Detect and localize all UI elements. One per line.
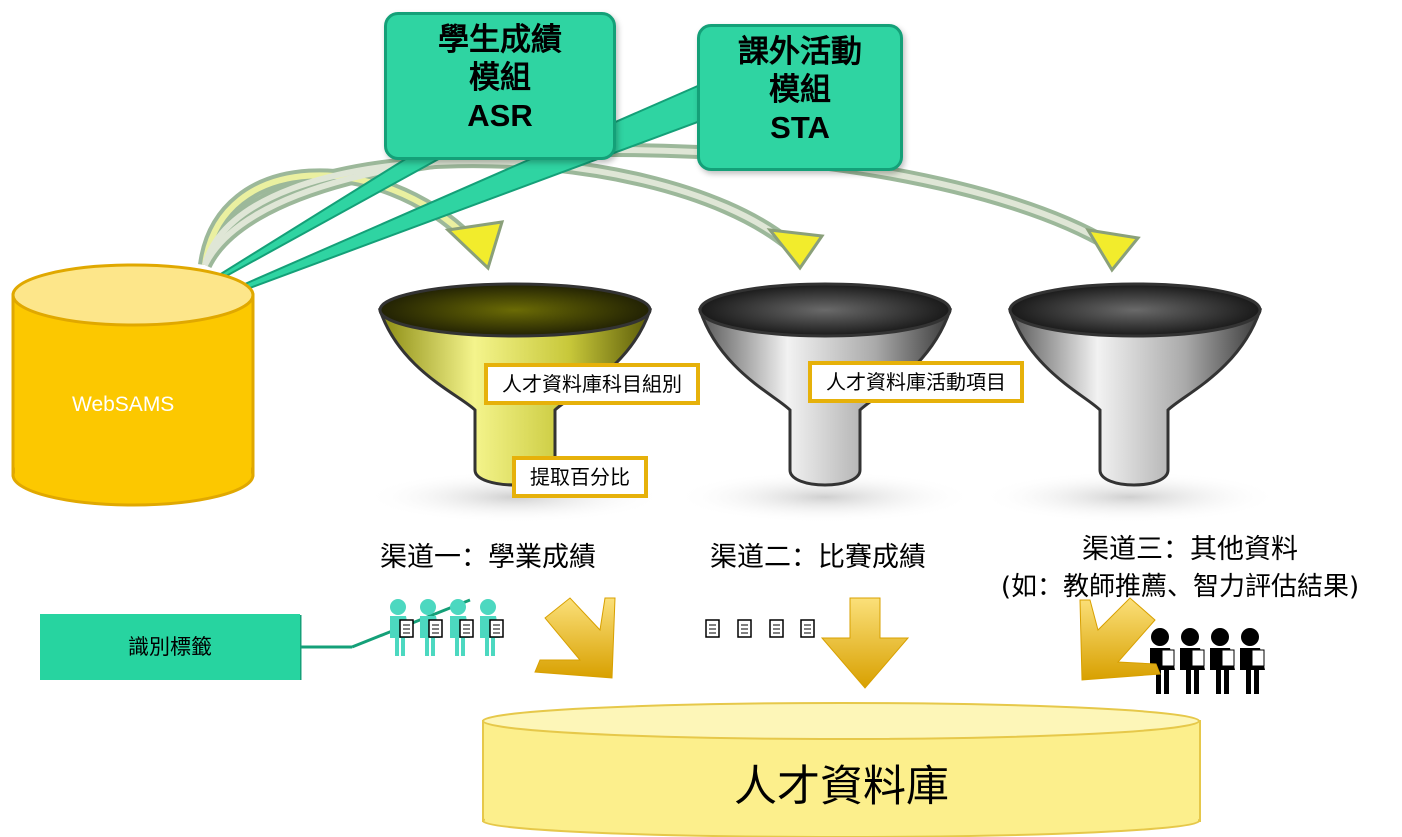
module-sta-line-2: 模組: [769, 72, 831, 107]
document-icons-group-1: [399, 619, 504, 638]
module-asr-line-3: ASR: [467, 98, 533, 133]
arrowhead-1: [444, 220, 505, 271]
gold-arrows: [534, 597, 1161, 689]
channel-3-subtitle: (如：教師推薦、智力評估結果): [1000, 572, 1360, 602]
module-asr-line-1: 學生成績: [438, 22, 562, 57]
subject-group-label: 人才資料庫科目組別: [484, 363, 700, 405]
identifier-connector: [298, 598, 471, 680]
websams-label: WebSAMS: [72, 393, 175, 416]
channel-3-title: 渠道三：其他資料: [1082, 534, 1298, 565]
arrowhead-3: [1085, 228, 1141, 273]
module-callout-asr: 學生成績 模組 ASR: [384, 12, 616, 160]
gold-arrow-1: [534, 597, 616, 679]
document-icons-group-2: [705, 619, 815, 638]
identifier-label: 識別標籤: [40, 614, 300, 680]
activity-items-label: 人才資料庫活動項目: [808, 361, 1024, 403]
module-sta-line-1: 課外活動: [738, 34, 862, 69]
gold-arrow-2: [820, 597, 910, 689]
module-sta-line-3: STA: [770, 110, 830, 145]
channel-1-title: 渠道一：學業成績: [380, 542, 596, 573]
percentage-label: 提取百分比: [512, 456, 648, 498]
module-asr-line-2: 模組: [469, 60, 531, 95]
gold-arrow-3: [1079, 597, 1161, 681]
talent-db-cylinder: [482, 702, 1201, 837]
talent-db-label: 人才資料庫: [734, 762, 949, 812]
funnel-other: [1007, 282, 1263, 487]
websams-cylinder: [11, 263, 255, 507]
student-icons-black: [1150, 628, 1265, 694]
module-callout-sta: 課外活動 模組 STA: [697, 24, 903, 171]
channel-2-title: 渠道二：比賽成績: [710, 542, 926, 573]
arrowhead-2: [766, 228, 825, 271]
